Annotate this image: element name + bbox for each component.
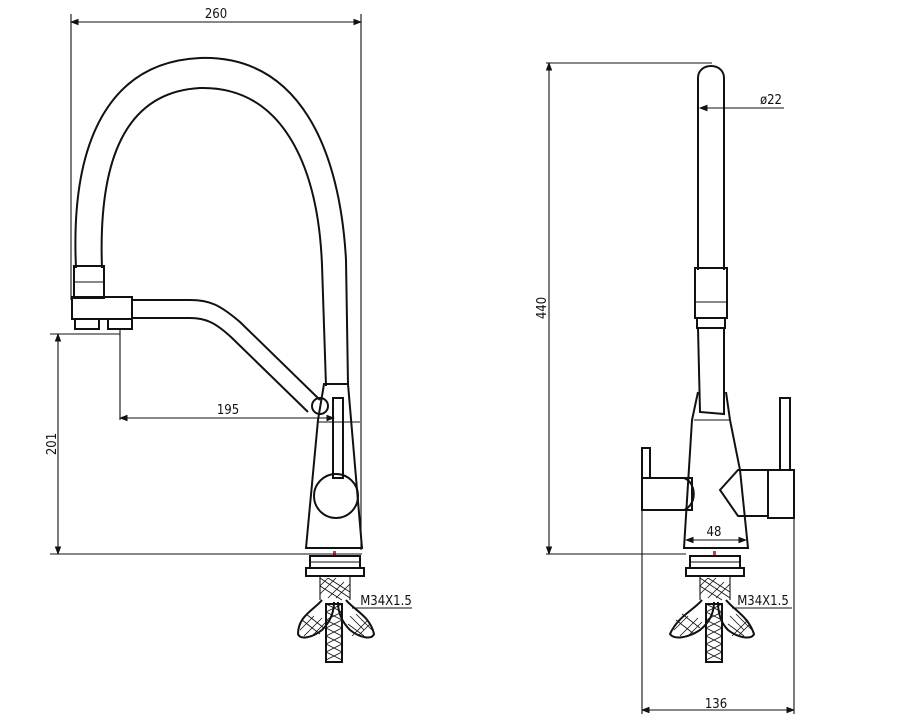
dim-spout-reach: 195	[118, 330, 336, 422]
side-mounting-assembly: M34X1.5	[668, 555, 792, 663]
dim-overall-depth: 136	[640, 510, 796, 714]
front-view: 260	[45, 7, 412, 663]
gooseneck-hose	[73, 56, 349, 387]
dim-overall-width: 260	[69, 7, 363, 550]
side-tube	[694, 65, 728, 416]
thread-label-side: M34X1.5	[737, 594, 789, 609]
dim-label-48: 48	[707, 525, 722, 540]
dim-tube-diameter: ø22	[698, 93, 784, 112]
dim-label-260: 260	[205, 7, 227, 22]
side-body	[641, 391, 795, 555]
front-mounting-assembly: M34X1.5	[296, 555, 412, 663]
spray-head	[71, 296, 329, 415]
thread-label-front: M34X1.5	[360, 594, 412, 609]
dim-label-201: 201	[45, 433, 60, 455]
dim-label-d22: ø22	[760, 93, 782, 108]
side-view: 440 ø22	[535, 61, 796, 714]
faucet-body	[304, 383, 364, 555]
dim-label-440: 440	[535, 297, 550, 319]
dim-label-136: 136	[705, 697, 727, 712]
dim-total-height: 440	[535, 61, 712, 556]
dim-spout-height: 201	[45, 332, 362, 556]
dim-base-diameter: 48	[684, 525, 748, 544]
dim-label-195: 195	[217, 403, 239, 418]
